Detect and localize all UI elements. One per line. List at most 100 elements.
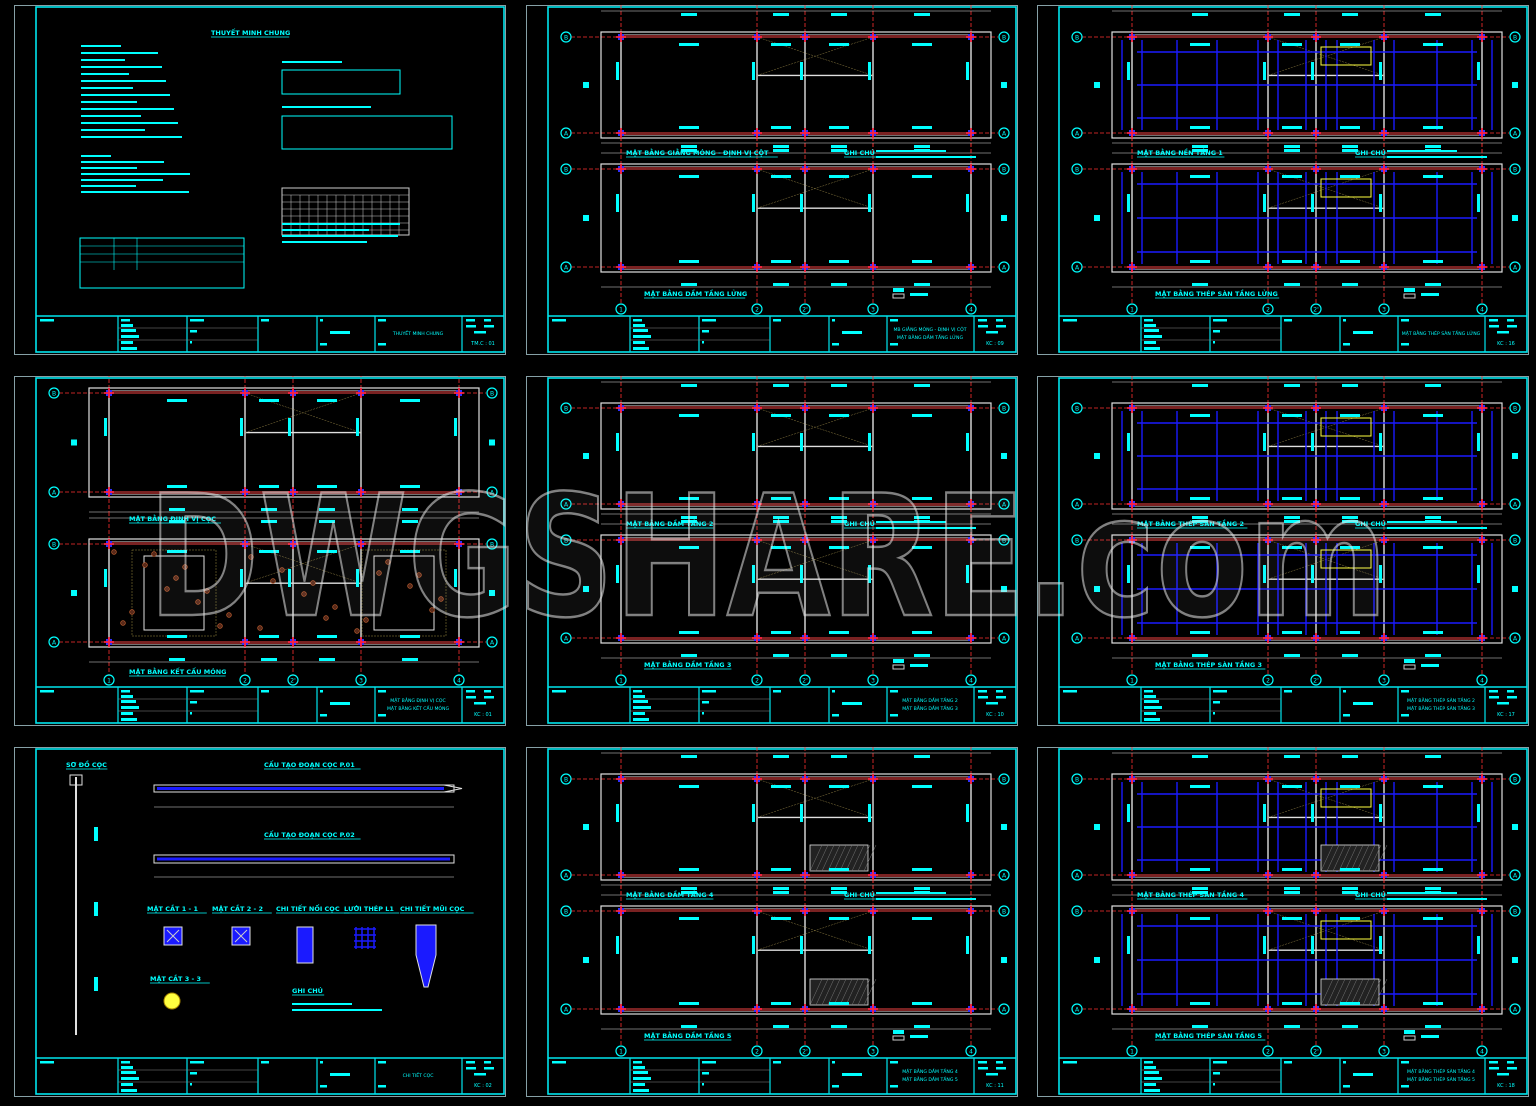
- grid-bubble-col-circle: [1476, 1045, 1488, 1057]
- label-block: [121, 712, 133, 715]
- grid-bubble-row-circle: [560, 31, 572, 43]
- column-marker: [616, 1004, 626, 1014]
- grid-bubble-row-circle: [998, 127, 1010, 139]
- grid-bubble-row-circle: [998, 773, 1010, 785]
- beam-label: [912, 414, 932, 417]
- column-marker: [104, 388, 114, 398]
- column-marker: [1311, 32, 1321, 42]
- grid-bubble-row: A: [1002, 264, 1007, 271]
- beam-label: [771, 497, 791, 500]
- column-marker: [1311, 906, 1321, 916]
- beam-label: [1423, 414, 1443, 417]
- grid-bubble-row: B: [1513, 166, 1517, 173]
- dimension-label: [1512, 82, 1518, 88]
- beam-label: [966, 565, 969, 583]
- column-marker: [1379, 403, 1389, 413]
- beam-label: [1127, 565, 1130, 583]
- grid-bubble-col-circle: [453, 674, 465, 686]
- grid-bubble-col: 2': [1313, 677, 1319, 684]
- beam-label: [1190, 1002, 1210, 1005]
- label-block: [633, 329, 648, 332]
- stair-line: [756, 168, 874, 209]
- sheet-code: TM.C : 01: [470, 341, 495, 347]
- plan-title: MẶT BẰNG ĐỊNH VỊ CỌC: [129, 513, 216, 523]
- column-marker: [1127, 870, 1137, 880]
- grid-bubble-col: 3: [1382, 677, 1386, 684]
- grid-bubble-row: B: [564, 405, 568, 412]
- beam-label: [400, 485, 420, 488]
- column-marker: [616, 164, 626, 174]
- dimension-label: [1094, 824, 1100, 830]
- label-block: [842, 702, 862, 705]
- pile: [164, 586, 170, 592]
- column-marker: [1311, 164, 1321, 174]
- label-block: [261, 1061, 269, 1064]
- dimension-label: [831, 516, 847, 519]
- column-marker: [868, 906, 878, 916]
- outer-wall: [600, 31, 992, 139]
- grid-bubble-row-circle: [1071, 261, 1083, 273]
- column-marker: [1311, 535, 1321, 545]
- grid-bubble-row-circle: [560, 534, 572, 546]
- grid-bubble-col-circle: [799, 1045, 811, 1057]
- legend-swatch: [892, 664, 905, 670]
- grid-bubble-row-circle: [560, 905, 572, 917]
- beam-label: [1282, 631, 1302, 634]
- beam-label: [800, 565, 803, 583]
- sheet-frame: [35, 6, 505, 353]
- beam-label: [912, 785, 932, 788]
- beam-label: [1282, 917, 1302, 920]
- column-marker: [616, 499, 626, 509]
- label-block: [466, 1061, 475, 1064]
- stair-line: [244, 543, 362, 584]
- label-block: [378, 714, 386, 717]
- dimension-label: [1512, 824, 1518, 830]
- beam-label: [800, 936, 803, 954]
- grid-bubble-row-circle: [1509, 905, 1521, 917]
- column-marker: [752, 870, 762, 880]
- dimension-label: [773, 654, 789, 657]
- column-marker: [868, 535, 878, 545]
- pile: [257, 625, 263, 631]
- column-marker: [1311, 1004, 1321, 1014]
- label-block: [474, 331, 486, 334]
- outer-wall: [600, 163, 992, 273]
- spec-text-line: [81, 191, 189, 193]
- dimension-label: [1284, 1025, 1300, 1028]
- column-marker: [1263, 633, 1273, 643]
- grid-bubble-col: 1: [619, 306, 623, 313]
- grid-bubble-row-circle: [998, 1003, 1010, 1015]
- beam: [621, 777, 971, 780]
- label-block: [986, 331, 998, 334]
- label-block: [842, 1073, 862, 1076]
- column-marker: [800, 262, 810, 272]
- label-block: [1401, 319, 1409, 322]
- label-block: [1489, 696, 1499, 699]
- grid-bubble-col: 4: [969, 306, 973, 313]
- grid-bubble-col-circle: [615, 1045, 627, 1057]
- notes-label: GHI CHÚ: [844, 519, 875, 528]
- column-marker: [1127, 1004, 1137, 1014]
- column-marker: [1263, 870, 1273, 880]
- pile: [438, 596, 444, 602]
- grid-bubble-row-circle: [560, 632, 572, 644]
- beam-label: [400, 550, 420, 553]
- hatch-line: [1332, 844, 1346, 872]
- spec-table: [281, 115, 453, 150]
- beam-label: [912, 868, 932, 871]
- grid-bubble-col-circle: [965, 303, 977, 315]
- grid-bubble-row-circle: [486, 387, 498, 399]
- hatch-line: [1368, 844, 1382, 872]
- label-block: [330, 702, 350, 705]
- column-marker: [752, 403, 762, 413]
- dimension-label: [583, 824, 589, 830]
